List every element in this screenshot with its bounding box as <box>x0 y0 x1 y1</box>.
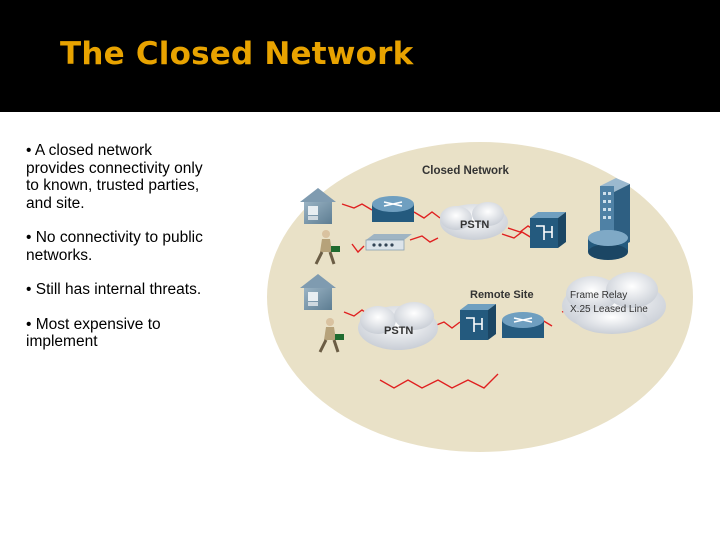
router-icon <box>502 312 544 338</box>
switch-icon <box>530 212 566 248</box>
wan-label-line2: X.25 Leased Line <box>570 304 648 315</box>
modem-icon <box>365 234 412 251</box>
pstn-top-label: PSTN <box>460 219 489 231</box>
data-center-icon <box>588 178 630 260</box>
mobile-user-icon <box>318 318 344 353</box>
pstn-cloud-top: PSTN <box>440 202 508 240</box>
house-icon <box>300 188 336 224</box>
pstn-bottom-label: PSTN <box>384 325 413 337</box>
pstn-cloud-bottom: PSTN <box>358 302 438 350</box>
closed-network-label: Closed Network <box>422 165 510 177</box>
bullet-item: • Most expensive to implement <box>26 315 161 351</box>
mobile-user-icon <box>314 230 340 265</box>
slide-title: The Closed Network <box>60 36 414 72</box>
wan-cloud: Frame Relay X.25 Leased Line <box>562 272 666 334</box>
bullet-item: • A closed network provides connectivity… <box>26 142 203 212</box>
switch-icon <box>460 304 496 340</box>
bullet-item: • No connectivity to public networks. <box>26 229 203 264</box>
closed-network-diagram: Closed Network <box>267 142 693 452</box>
bullet-list: • A closed network provides connectivity… <box>26 142 261 368</box>
wan-label-line1: Frame Relay <box>570 290 627 301</box>
remote-site-label: Remote Site <box>470 289 534 301</box>
bullet-item: • Still has internal threats. <box>26 281 202 298</box>
slide-content: • A closed network provides connectivity… <box>0 112 720 540</box>
router-icon <box>372 196 414 222</box>
house-icon <box>300 274 336 310</box>
